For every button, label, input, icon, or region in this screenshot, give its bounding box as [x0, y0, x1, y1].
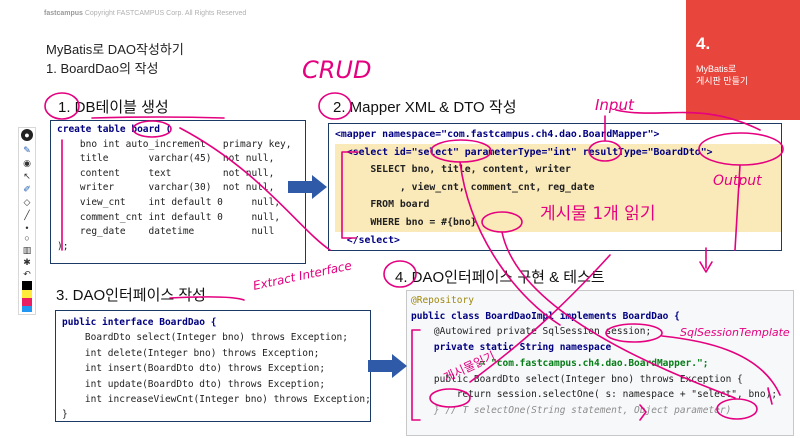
lightbulb-icon[interactable]: ●: [21, 129, 33, 141]
arrow-right-1: [288, 175, 327, 199]
undo-icon[interactable]: ↶: [23, 269, 31, 279]
code-line: , view_cnt, comment_cnt, reg_date: [335, 178, 781, 197]
code-line: int update(BoardDto dto) throws Exceptio…: [62, 378, 326, 390]
cursor-icon[interactable]: ↖: [23, 171, 31, 181]
section-2-heading: 2. Mapper XML & DTO 작성: [333, 99, 517, 116]
logo: fastcampus: [44, 10, 83, 17]
page-title: MyBatis로 DAO작성하기: [46, 42, 184, 57]
color-swatch-black[interactable]: [22, 281, 32, 290]
chapter-badge: 4. MyBatis로 게시판 만들기: [686, 0, 800, 120]
code-line: public interface BoardDao {: [62, 317, 217, 328]
ink-arrowhead: [699, 261, 713, 273]
chapter-title-line1: MyBatis로: [696, 64, 737, 74]
code-line: </select>: [335, 234, 400, 246]
code-line: = "com.fastcampus.ch4.dao.BoardMapper.";: [411, 357, 709, 369]
annotation-toolbar: ● ✎ ◉ ↖ ✐ ◇ ╱ • ○ ▥ ✱ ↶: [18, 127, 36, 315]
code-line: BoardDto select(Integer bno) throws Exce…: [62, 332, 348, 344]
code-line: <select id="select" parameterType="int" …: [335, 143, 781, 162]
dao-impl-code-box: @Repository public class BoardDaoImpl im…: [406, 290, 794, 436]
section-4-heading: 4. DAO인터페이스 구현 & 테스트: [395, 269, 605, 286]
code-line: title varchar(45) not null,: [57, 153, 275, 165]
logo-line: fastcampus Copyright FASTCAMPUS Corp. Al…: [44, 10, 246, 17]
code-line: create table board (: [57, 124, 172, 135]
code-line: WHERE bno = #{bno}: [335, 213, 781, 232]
color-swatch-blue[interactable]: [22, 306, 32, 312]
code-line: return session.selectOne( s: namespace +…: [411, 389, 778, 401]
code-line: FROM board: [335, 196, 781, 214]
highlighter-icon[interactable]: ╱: [24, 210, 30, 220]
circle-icon[interactable]: ○: [24, 233, 30, 243]
section-3-heading: 3. DAO인터페이스 작성: [56, 287, 206, 304]
code-line: private static String namespace: [411, 342, 612, 354]
code-line: content text not null,: [57, 167, 275, 179]
code-line: public BoardDto select(Integer bno) thro…: [411, 373, 743, 385]
dot-icon[interactable]: •: [25, 223, 29, 233]
code-line: int increaseViewCnt(Integer bno) throws …: [62, 394, 371, 406]
ink-underline-s1: [91, 116, 225, 119]
sql-code-box: create table board ( bno int auto_increm…: [50, 120, 306, 264]
color-swatch-magenta[interactable]: [22, 298, 32, 307]
code-line: bno int auto_increment primary key,: [57, 138, 292, 150]
ink-input-label: Input: [595, 96, 635, 114]
code-line: view_cnt int default 0 null,: [57, 196, 281, 208]
copyright: Copyright FASTCAMPUS Corp. All Rights Re…: [84, 10, 247, 17]
dao-interface-code-box: public interface BoardDao { BoardDto sel…: [55, 310, 371, 422]
marker-icon[interactable]: ✐: [23, 184, 31, 194]
code-line: int insert(BoardDto dto) throws Exceptio…: [62, 363, 326, 375]
trash-icon[interactable]: ▥: [22, 245, 32, 255]
chapter-title-line2: 게시판 만들기: [696, 76, 749, 86]
code-line: SELECT bno, title, content, writer: [335, 161, 781, 179]
eye-icon[interactable]: ◉: [23, 158, 31, 168]
color-swatch-yellow[interactable]: [22, 290, 32, 299]
ink-crud-label: CRUD: [302, 56, 371, 84]
page-subtitle: 1. BoardDao의 작성: [46, 61, 159, 76]
code-line: writer varchar(30) not null,: [57, 182, 275, 194]
code-line: <mapper namespace="com.fastcampus.ch4.da…: [335, 129, 660, 140]
chapter-number: 4.: [696, 34, 711, 53]
arrow-right-2: [368, 354, 407, 378]
code-line: comment_cnt int default 0 null,: [57, 211, 281, 223]
code-line: public class BoardDaoImpl implements Boa…: [411, 310, 680, 322]
code-line: @Autowired private SqlSession session;: [411, 326, 652, 338]
code-line: int delete(Integer bno) throws Exception…: [62, 347, 320, 359]
section-1-heading: 1. DB테이블 생성: [58, 99, 169, 116]
pen-icon[interactable]: ✎: [23, 145, 31, 155]
code-line: }: [62, 409, 68, 421]
settings-icon[interactable]: ✱: [23, 257, 31, 267]
eraser-icon[interactable]: ◇: [23, 197, 31, 207]
code-line: );: [57, 240, 69, 252]
code-line: reg_date datetime null: [57, 226, 275, 238]
mapper-xml-code-box: <mapper namespace="com.fastcampus.ch4.da…: [328, 123, 782, 251]
code-line: @Repository: [411, 295, 474, 306]
code-line: } // T selectOne(String statement, Objec…: [411, 404, 732, 416]
